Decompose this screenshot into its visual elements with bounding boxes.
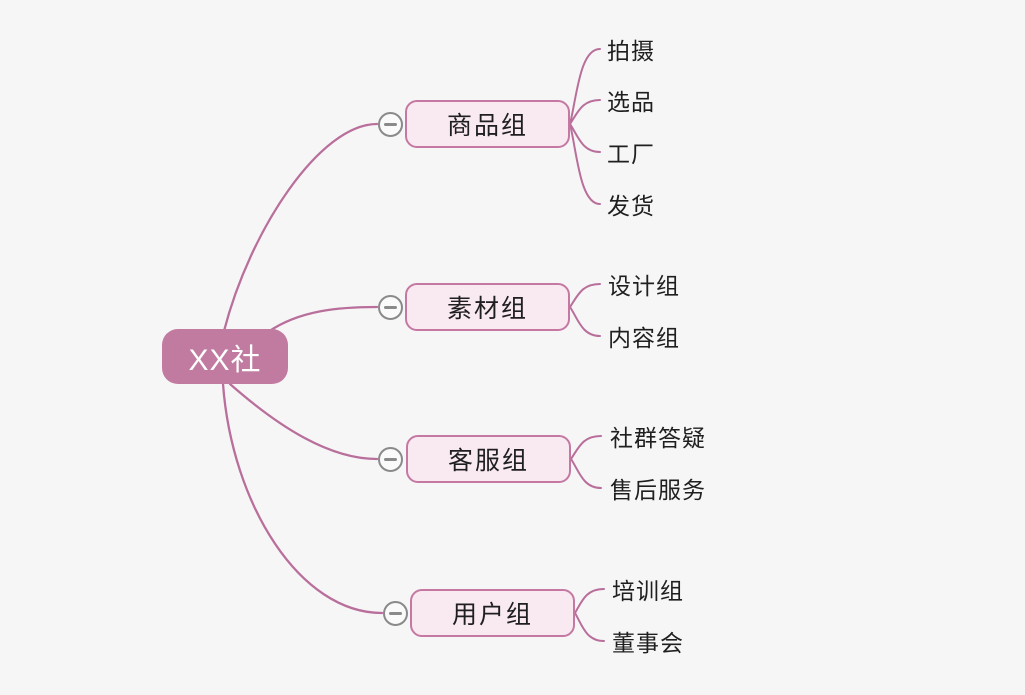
leaf-node[interactable]: 发货 — [607, 193, 655, 219]
connector-branch-3-leaf-2 — [570, 458, 602, 489]
root-node[interactable]: XX社 — [162, 329, 288, 384]
leaf-node[interactable]: 拍摄 — [607, 38, 655, 64]
connector-branch-1-leaf-2 — [569, 99, 601, 125]
connector-branch-1-leaf-4 — [569, 123, 601, 205]
leaf-node[interactable]: 工厂 — [607, 141, 655, 167]
leaf-node[interactable]: 董事会 — [612, 630, 684, 656]
connector-branch-4-leaf-1 — [574, 588, 605, 614]
connector-root-to-branch-2 — [266, 305, 379, 334]
connector-branch-2-leaf-1 — [569, 283, 601, 308]
branch-node-user[interactable]: 用户组 — [410, 589, 575, 637]
connector-branch-1-leaf-1 — [569, 48, 601, 125]
connector-root-to-branch-4 — [221, 382, 384, 615]
leaf-node[interactable]: 培训组 — [612, 578, 684, 604]
connector-root-to-branch-1 — [222, 122, 379, 333]
connector-root-to-branch-3 — [228, 382, 379, 461]
connector-branch-1-leaf-3 — [569, 123, 601, 153]
minus-glyph — [384, 458, 397, 461]
branch-node-service[interactable]: 客服组 — [406, 435, 571, 483]
leaf-node[interactable]: 售后服务 — [610, 477, 706, 503]
collapse-minus-icon[interactable] — [383, 601, 408, 626]
minus-glyph — [384, 306, 397, 309]
connector-branch-2-leaf-2 — [569, 306, 601, 337]
branch-node-material[interactable]: 素材组 — [405, 283, 570, 331]
connector-branch-3-leaf-1 — [570, 435, 602, 460]
leaf-node[interactable]: 内容组 — [608, 325, 680, 351]
leaf-node[interactable]: 选品 — [607, 89, 655, 115]
leaf-node[interactable]: 社群答疑 — [610, 425, 706, 451]
branch-node-goods[interactable]: 商品组 — [405, 100, 570, 148]
collapse-minus-icon[interactable] — [378, 112, 403, 137]
minus-glyph — [384, 123, 397, 126]
collapse-minus-icon[interactable] — [378, 447, 403, 472]
connector-branch-4-leaf-2 — [574, 612, 605, 642]
leaf-node[interactable]: 设计组 — [608, 273, 680, 299]
collapse-minus-icon[interactable] — [378, 295, 403, 320]
minus-glyph — [389, 612, 402, 615]
